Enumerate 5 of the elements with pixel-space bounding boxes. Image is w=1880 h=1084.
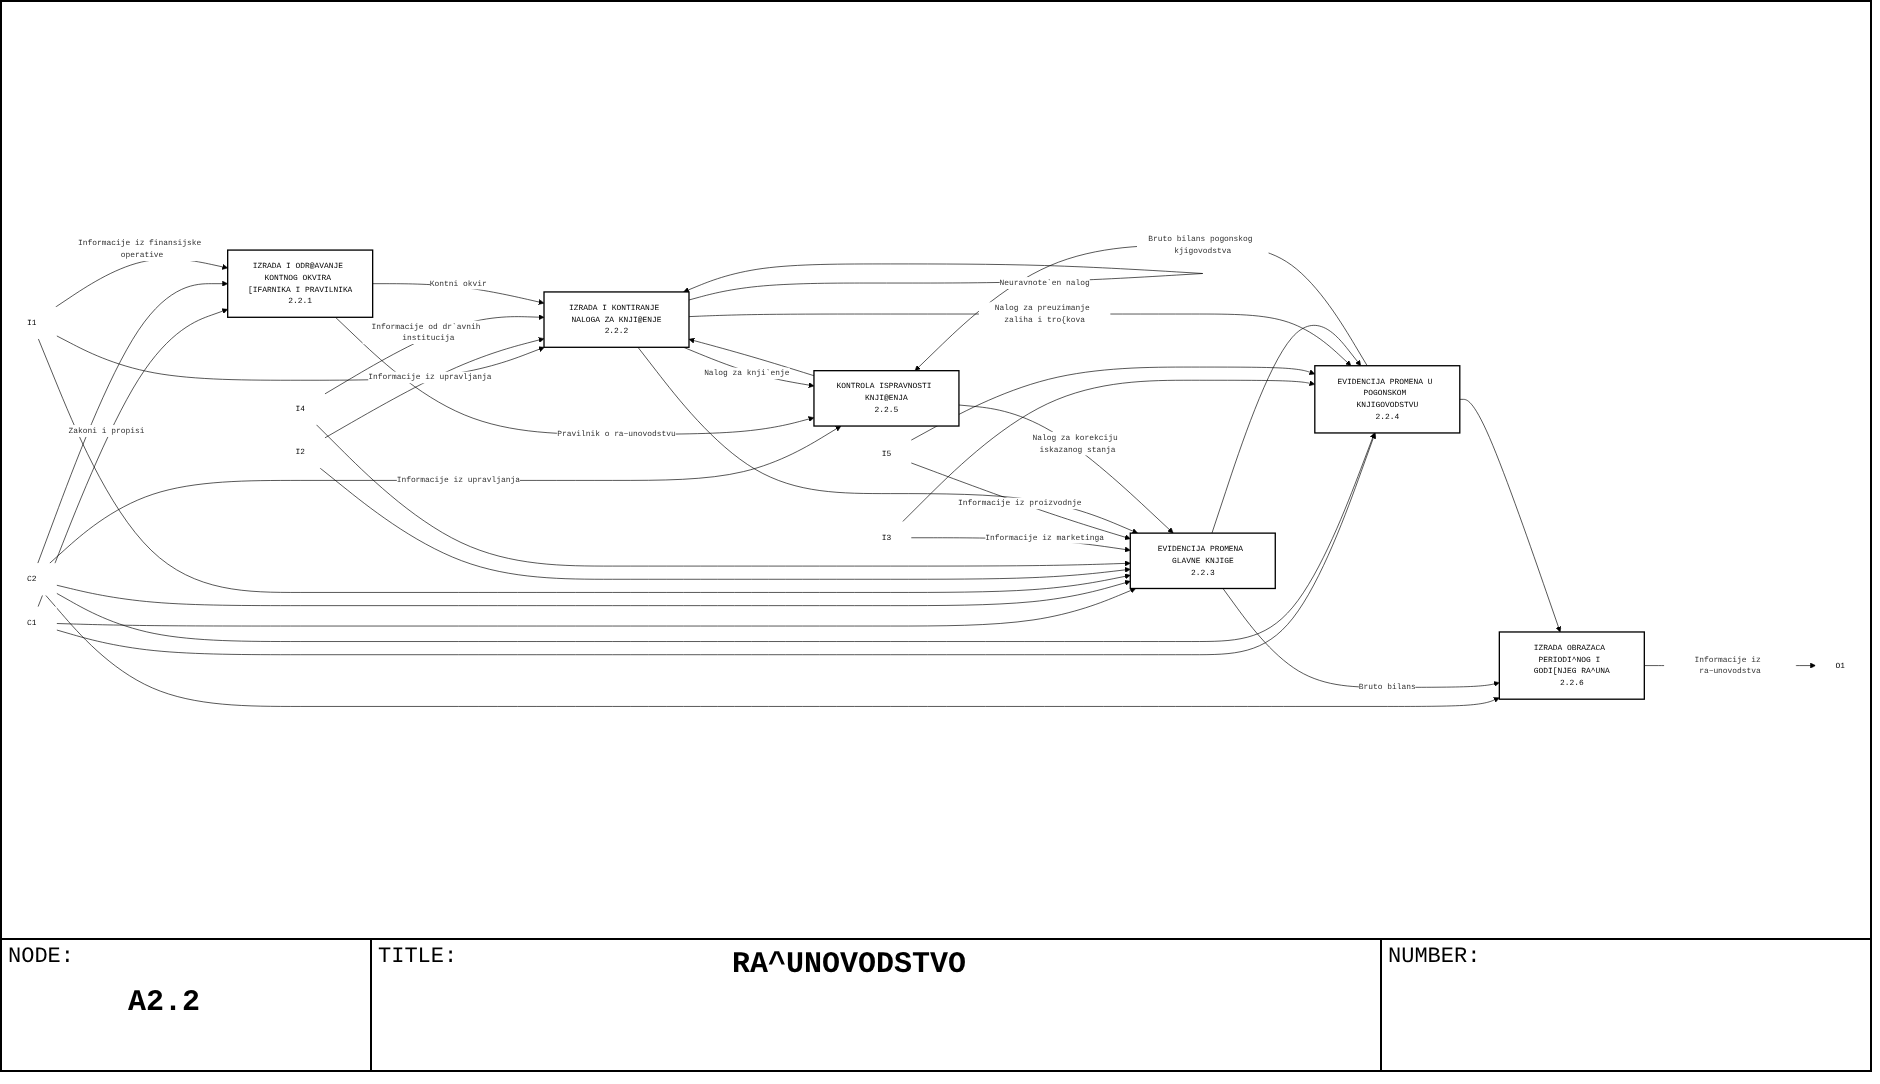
node-number: A2.2 [128, 986, 201, 1020]
diagram-title: RA^UNOVODSTVO [732, 948, 967, 982]
field-caption: NUMBER: [1388, 946, 1481, 970]
field-caption: NODE: [8, 946, 77, 970]
field-caption: TITLE: [378, 946, 458, 970]
